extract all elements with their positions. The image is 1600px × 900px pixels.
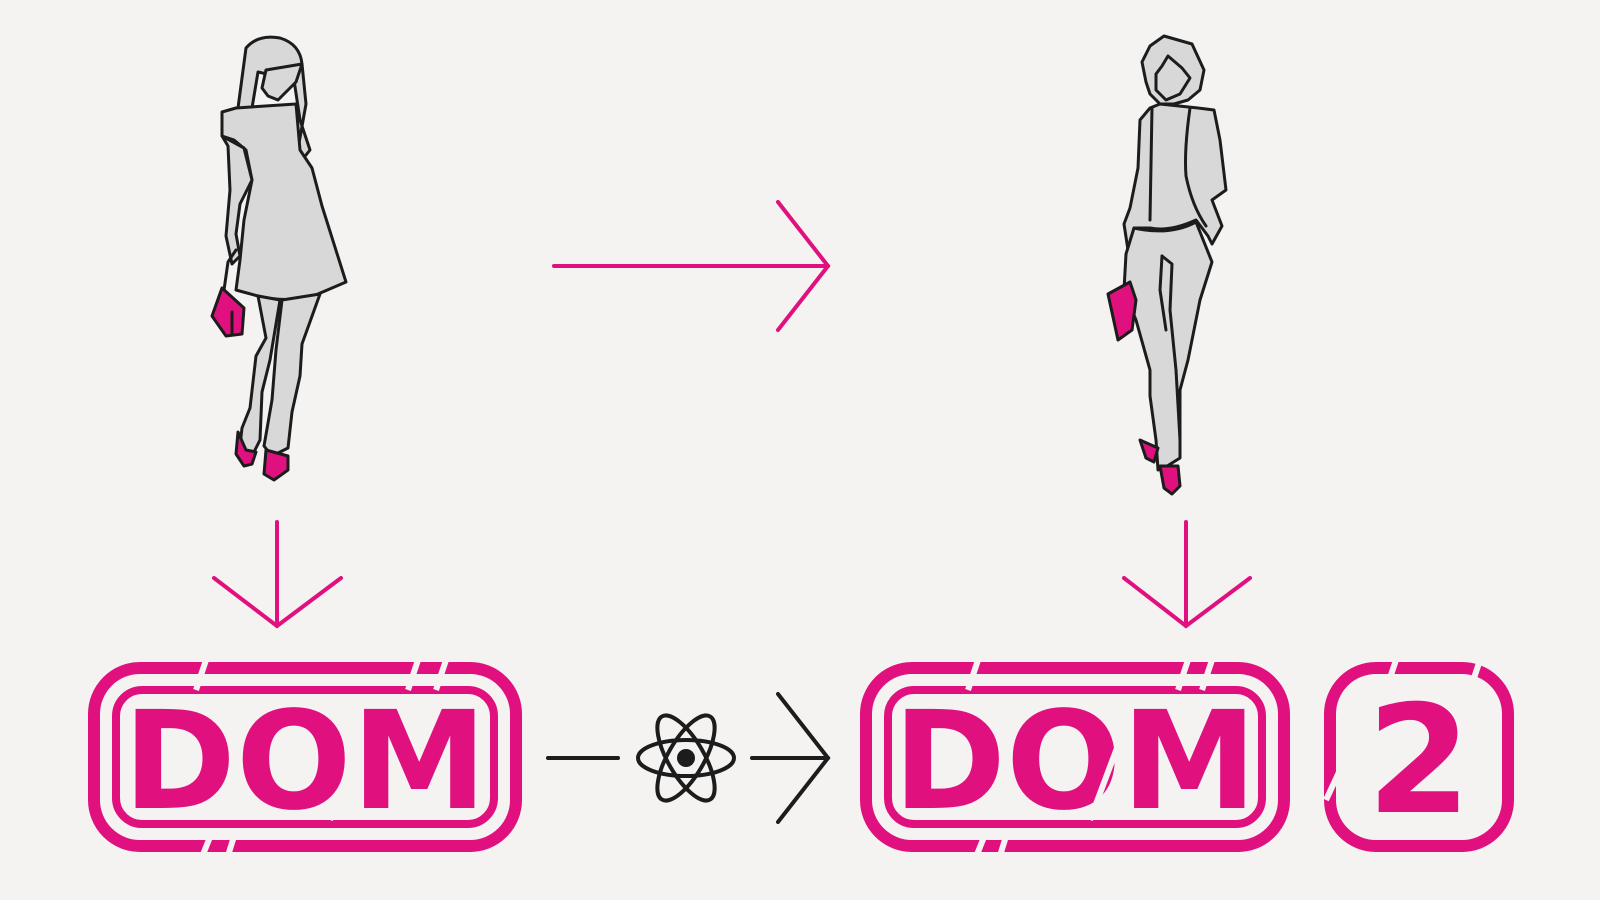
dom-logo-right: DOM [860, 653, 1290, 864]
woman-in-dress-icon [210, 35, 348, 482]
dom-logo-left: DOM [88, 653, 522, 864]
dom-logo-right-frame [860, 662, 1290, 852]
react-atom-icon [636, 713, 736, 803]
arrow-down-right [1122, 520, 1252, 629]
dom-version-badge: 2 [1323, 653, 1514, 852]
dom-version-number: 2 [1367, 674, 1471, 848]
arrow-down-left [212, 520, 343, 629]
dom-logo-left-text: DOM [123, 683, 487, 841]
dom-logo-left-frame [88, 662, 522, 852]
dom-logo-right-text: DOM [893, 683, 1257, 841]
arrow-right [552, 200, 831, 332]
woman-in-suit-icon [1106, 34, 1228, 496]
connector-arrow [546, 692, 831, 824]
